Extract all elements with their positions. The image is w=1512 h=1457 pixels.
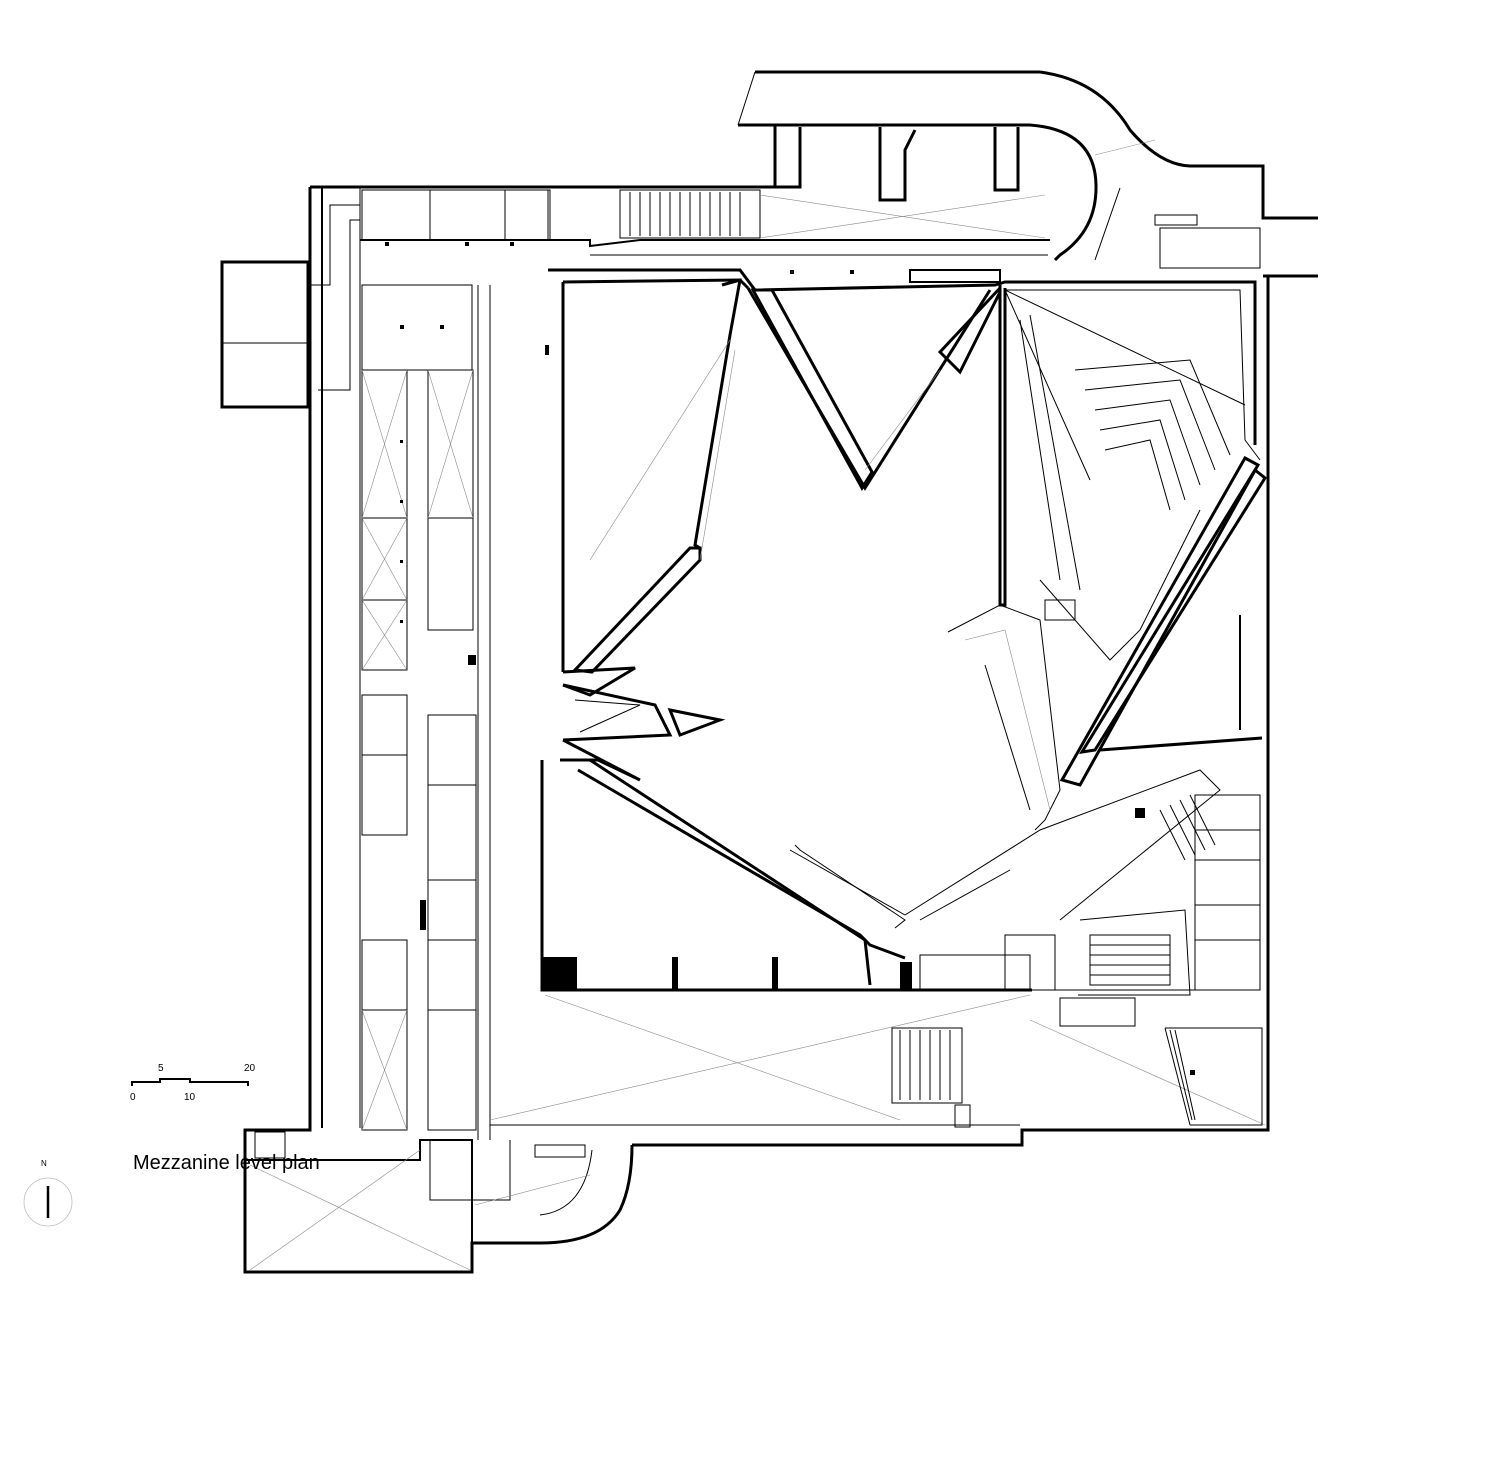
southeast-rooms: [919, 794, 1261, 996]
plan-title: Mezzanine level plan: [133, 1152, 320, 1174]
west-annex: [220, 260, 310, 409]
central-atrium: [540, 278, 1255, 992]
lobby-bridge: [789, 769, 1221, 929]
stair-north: [629, 192, 741, 236]
west-wing: [361, 189, 551, 1201]
scale-label-10: 10: [184, 1092, 196, 1103]
scale-label-20: 20: [244, 1063, 256, 1074]
south-terrace: [489, 990, 1266, 1128]
north-corridor: [360, 189, 1261, 445]
scale-label-0: 0: [130, 1092, 136, 1103]
scale-bar: [131, 1078, 249, 1086]
scale-label-5: 5: [158, 1063, 164, 1074]
southwest-block: [245, 1131, 634, 1271]
north-label: N: [41, 1159, 47, 1168]
north-arrow-icon: [23, 1177, 73, 1227]
auditorium: [947, 285, 1267, 831]
structural-columns: [385, 242, 854, 930]
north-canopy: [737, 70, 1318, 278]
outer-wall: [243, 185, 1270, 1274]
